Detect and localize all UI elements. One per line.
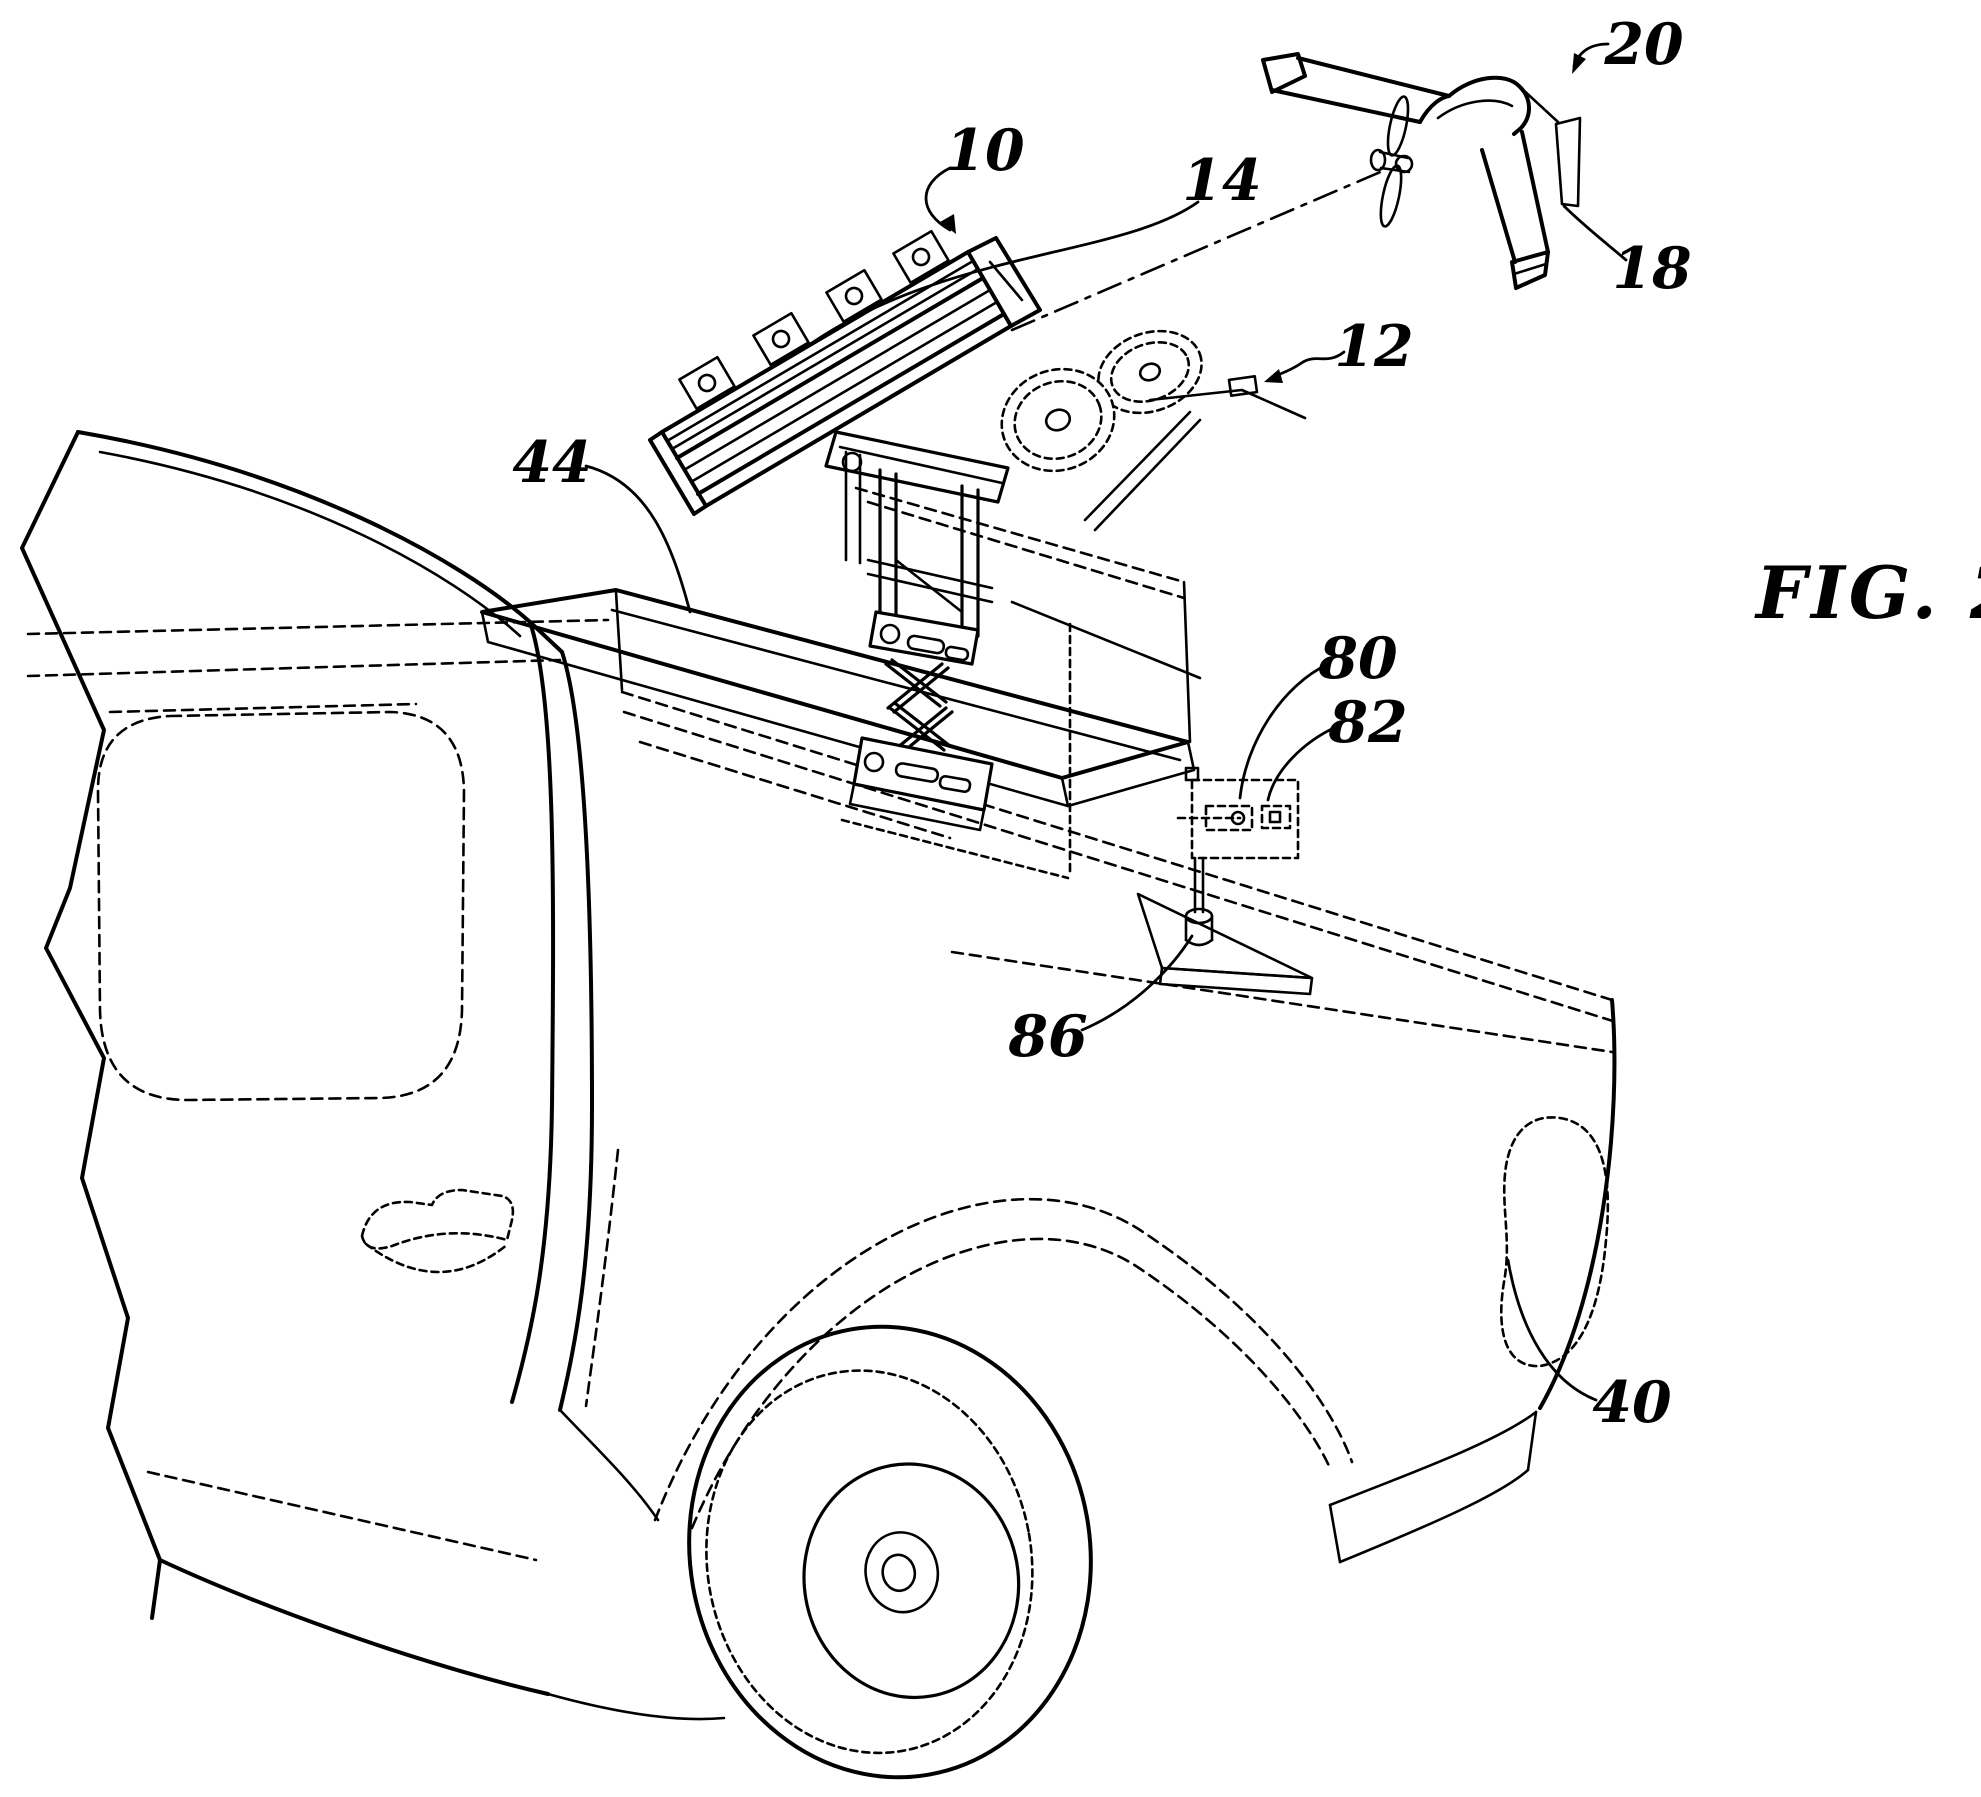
- leader-80: [1240, 664, 1328, 798]
- bed-inner-wall-top: [1012, 602, 1200, 678]
- label-44: 44: [512, 429, 591, 496]
- tower-mount-plate: [826, 432, 1008, 502]
- label-20: 20: [1603, 11, 1684, 78]
- door-handle: [362, 1190, 513, 1248]
- label-14: 14: [1182, 147, 1261, 214]
- uav-wing-bottom-edge: [1272, 90, 1420, 122]
- carriage-plate-4: [893, 231, 948, 283]
- cab-rear-window: [98, 712, 464, 1100]
- wheel-arch-inner: [692, 1239, 1330, 1528]
- rail-line-7: [698, 314, 1004, 494]
- uav-tail-left-edge: [1482, 150, 1515, 262]
- label-10: 10: [945, 117, 1025, 184]
- door-to-arch: [560, 1410, 658, 1520]
- cab-roofline-inner: [100, 452, 520, 636]
- status-panel-cell-right-dot: [1270, 812, 1280, 822]
- carriage-plate-2: [753, 313, 808, 365]
- uav-drone: [1263, 54, 1580, 288]
- lift-base-plate: [854, 738, 992, 810]
- uav-tail-right-edge: [1522, 132, 1548, 252]
- bed-rear-left-corner: [1184, 582, 1190, 742]
- label-80: 80: [1317, 625, 1398, 692]
- prop-hub: [1371, 150, 1385, 170]
- tire-tread-edge: [676, 1345, 1062, 1779]
- figure-caption: FIG. 2: [1754, 550, 1981, 635]
- rocker-line: [148, 1472, 536, 1560]
- uav-propeller: [1371, 95, 1412, 228]
- cab-bottom-edge: [160, 1560, 548, 1694]
- label-40: 40: [1592, 1369, 1672, 1436]
- leader-40: [1508, 1260, 1596, 1400]
- bumper-right-edge: [1528, 1412, 1536, 1470]
- tower-brace: [896, 560, 962, 612]
- wheel-rim: [786, 1447, 1037, 1715]
- corner-bracket-top: [1138, 894, 1312, 978]
- tire-outer: [654, 1295, 1126, 1797]
- leader-12: [1272, 352, 1344, 378]
- bumper-left-edge: [1330, 1505, 1340, 1562]
- prop-blade-lower: [1377, 164, 1406, 228]
- arrowhead-12: [1264, 369, 1283, 383]
- cab-belt-line-3: [110, 704, 416, 712]
- leader-86: [1082, 936, 1192, 1030]
- cab-broken-edge: [22, 432, 160, 1618]
- flag-mast: [1195, 858, 1203, 912]
- taillight: [1501, 1117, 1608, 1366]
- label-12: 12: [1334, 313, 1413, 380]
- label-82: 82: [1327, 689, 1407, 756]
- underbody-line: [548, 1694, 724, 1719]
- annotations: 10 14 12 20 18 44 80 82 86 40 FIG. 2: [512, 11, 1981, 1436]
- carriage-plate-3: [826, 270, 881, 322]
- corner-bracket-edge: [1160, 968, 1312, 994]
- tower-post-1: [880, 470, 896, 624]
- cab-pillar-inner: [560, 652, 592, 1410]
- rear-wheel: [654, 1295, 1126, 1797]
- bed-right-rail-outer: [622, 692, 1612, 1000]
- tonneau-cover-top: [482, 590, 1188, 778]
- bed-floor-edge: [842, 820, 1068, 878]
- bumper-bottom: [1340, 1470, 1528, 1562]
- leader-44: [586, 466, 690, 612]
- label-18: 18: [1612, 235, 1691, 302]
- hub-outer: [859, 1527, 944, 1618]
- cab-roofline: [78, 432, 562, 652]
- carriage-plate-1: [679, 357, 734, 409]
- uav-wing-root: [1519, 86, 1558, 122]
- tower-post-2: [962, 486, 978, 636]
- hub-cap: [880, 1552, 918, 1593]
- uav-tail-cap-line: [1514, 264, 1546, 274]
- wheel-arch-outer: [655, 1199, 1352, 1520]
- door-handle-lower: [366, 1244, 508, 1272]
- bumper-top: [1330, 1412, 1536, 1505]
- uav-canopy-line: [1438, 101, 1512, 118]
- launcher-outrigger-pad: [1229, 376, 1257, 395]
- tower-mount-plate-edge: [840, 447, 1002, 483]
- tower-crossbar: [868, 560, 992, 602]
- arrowhead-20: [1572, 53, 1586, 74]
- cab-pillar-outer: [512, 622, 553, 1402]
- label-86: 86: [1007, 1003, 1087, 1070]
- mast-base-top: [1186, 909, 1212, 923]
- uav-wing-top-edge: [1298, 58, 1449, 96]
- prop-blade-upper: [1384, 95, 1412, 157]
- cab-belt-line-2: [28, 660, 560, 676]
- uav-fin: [1556, 118, 1580, 206]
- body-right-edge: [1540, 1000, 1614, 1408]
- status-panel-cell-right: [1262, 806, 1290, 828]
- scissor-lift: [826, 432, 1008, 830]
- bed-front-edge: [616, 592, 622, 690]
- launcher-assembly: [650, 170, 1385, 530]
- bed-right-rail-inner: [624, 712, 1616, 1022]
